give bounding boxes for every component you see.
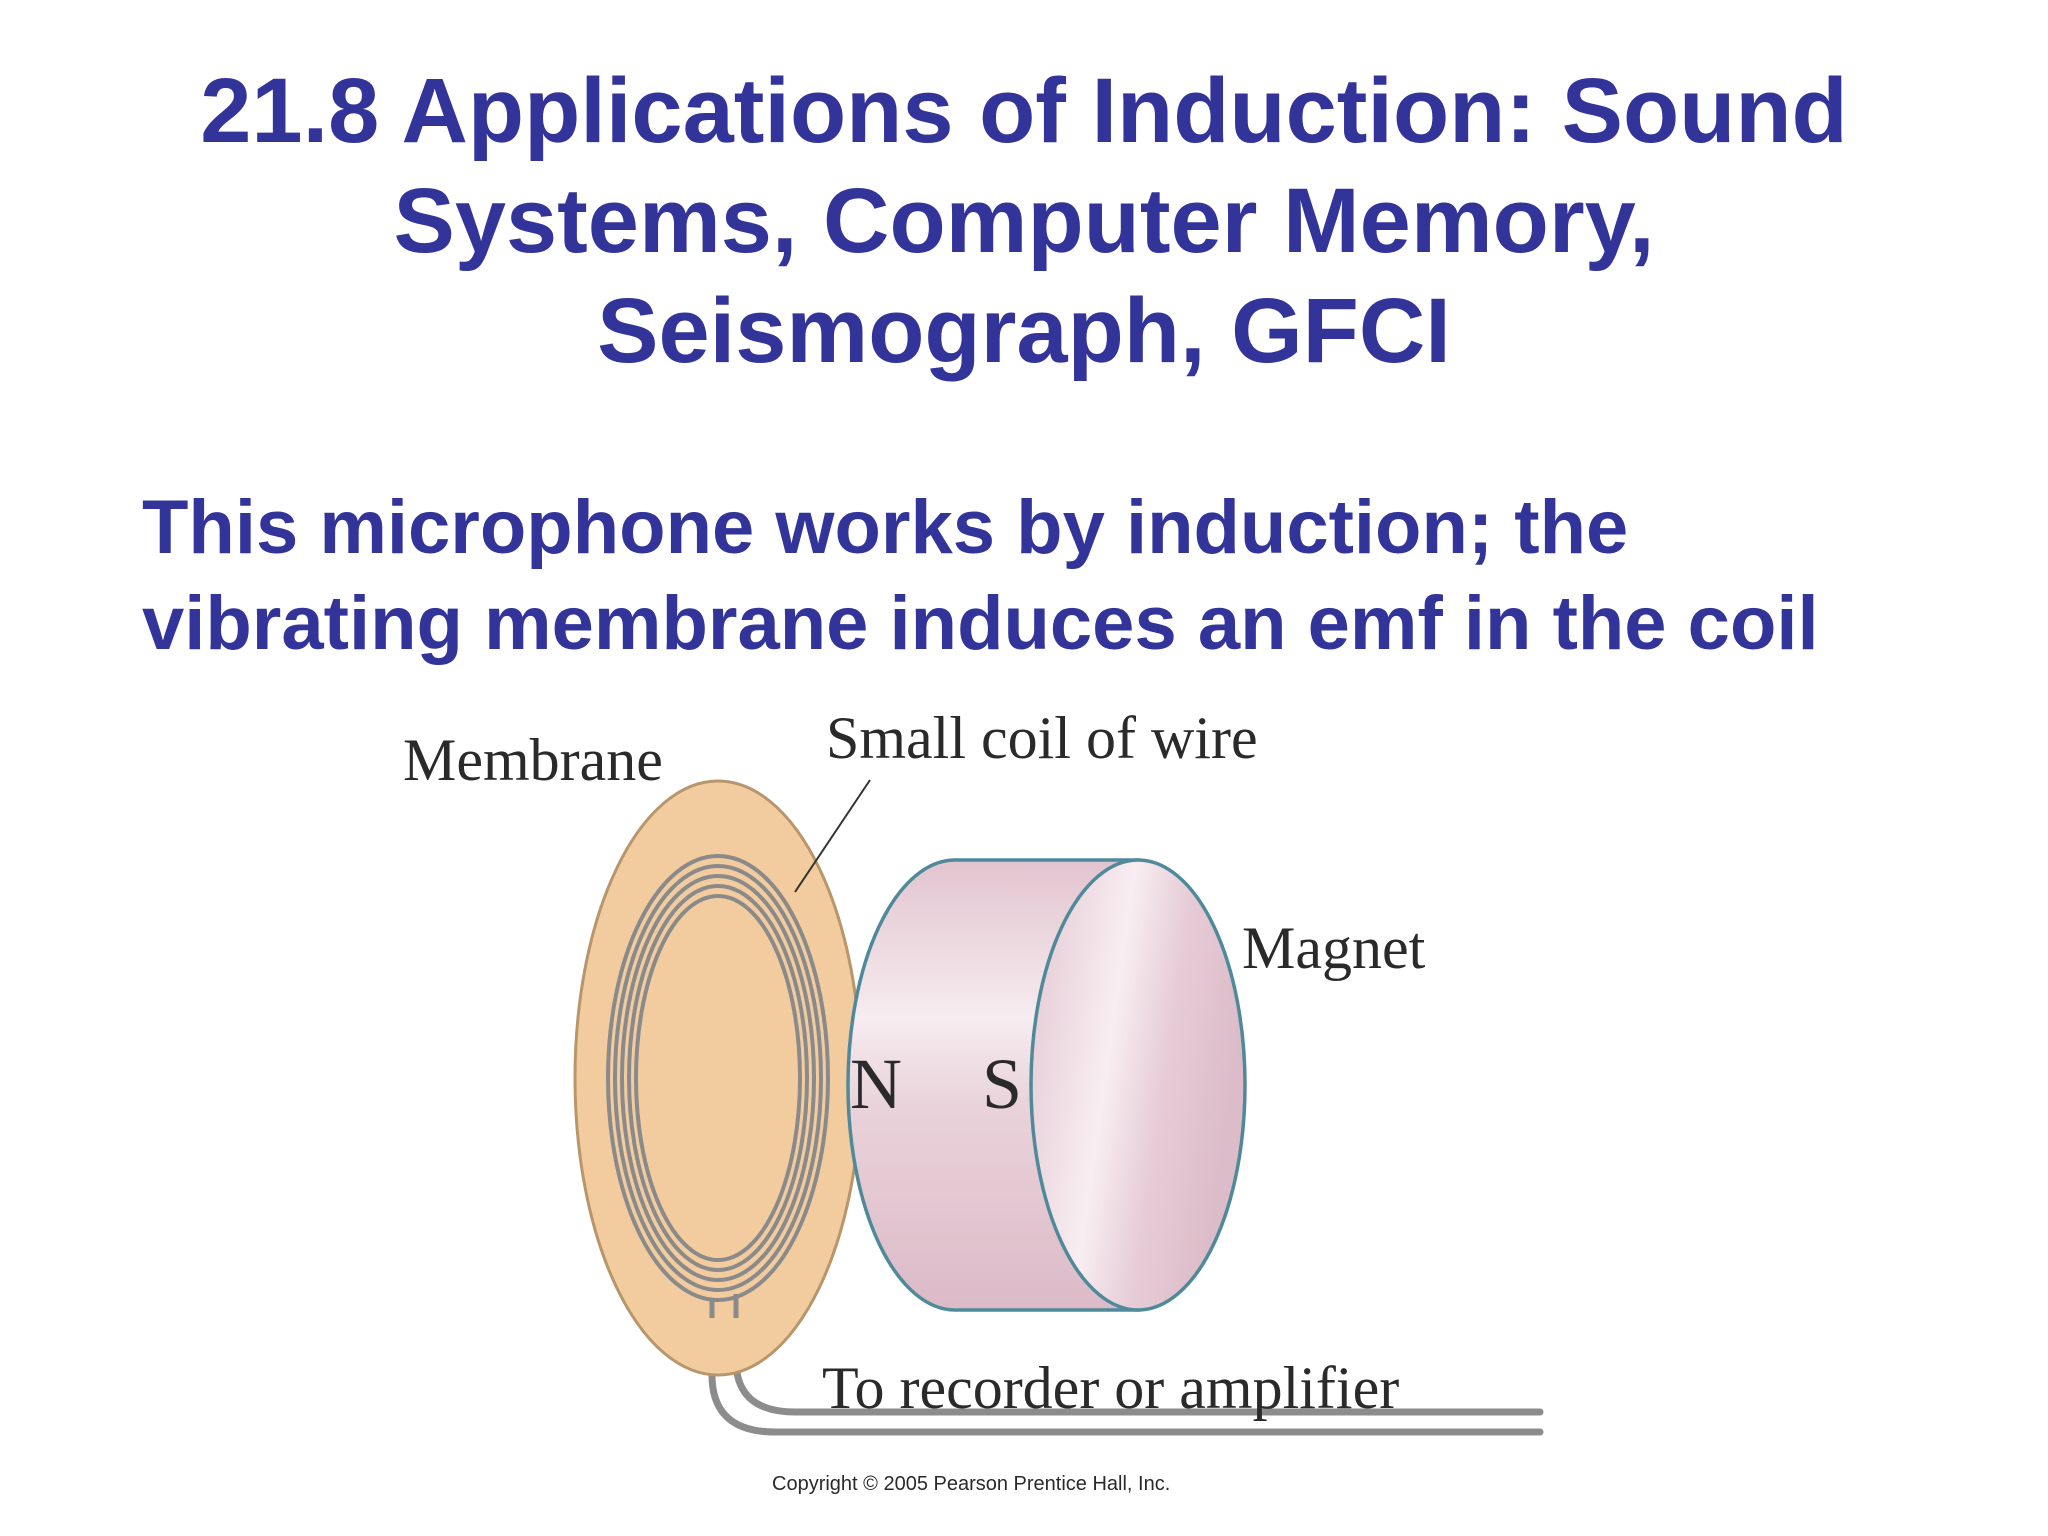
coil-leads: [709, 1294, 739, 1318]
lead-wire-outer: [708, 1306, 1544, 1436]
magnet: N S: [846, 858, 1247, 1312]
slide-title-line-2: Systems, Computer Memory,: [393, 170, 1655, 272]
magnet-label: Magnet: [1242, 915, 1426, 981]
coil-of-wire: [606, 854, 830, 1302]
magnet-end-face: [1029, 858, 1247, 1312]
body-line-1: This microphone works by induction; the: [142, 485, 1629, 570]
coil-leader-line: [794, 779, 871, 893]
membrane-label: Membrane: [403, 727, 663, 793]
body-line-2: vibrating membrane induces an emf in the…: [142, 581, 1819, 666]
south-pole-label: S: [982, 1044, 1022, 1124]
slide-title-line-3: Seismograph, GFCI: [597, 280, 1451, 382]
slide-title: 21.8 Applications of Induction: Sound Sy…: [0, 56, 2048, 386]
output-label: To recorder or amplifier: [822, 1355, 1399, 1421]
slide-body-text: This microphone works by induction; the …: [142, 480, 2022, 672]
slide-title-line-1: 21.8 Applications of Induction: Sound: [200, 60, 1848, 162]
membrane-disc: [573, 779, 863, 1377]
coil-label: Small coil of wire: [826, 705, 1258, 771]
north-pole-label: N: [850, 1044, 902, 1124]
copyright-notice: Copyright © 2005 Pearson Prentice Hall, …: [772, 1473, 1170, 1495]
